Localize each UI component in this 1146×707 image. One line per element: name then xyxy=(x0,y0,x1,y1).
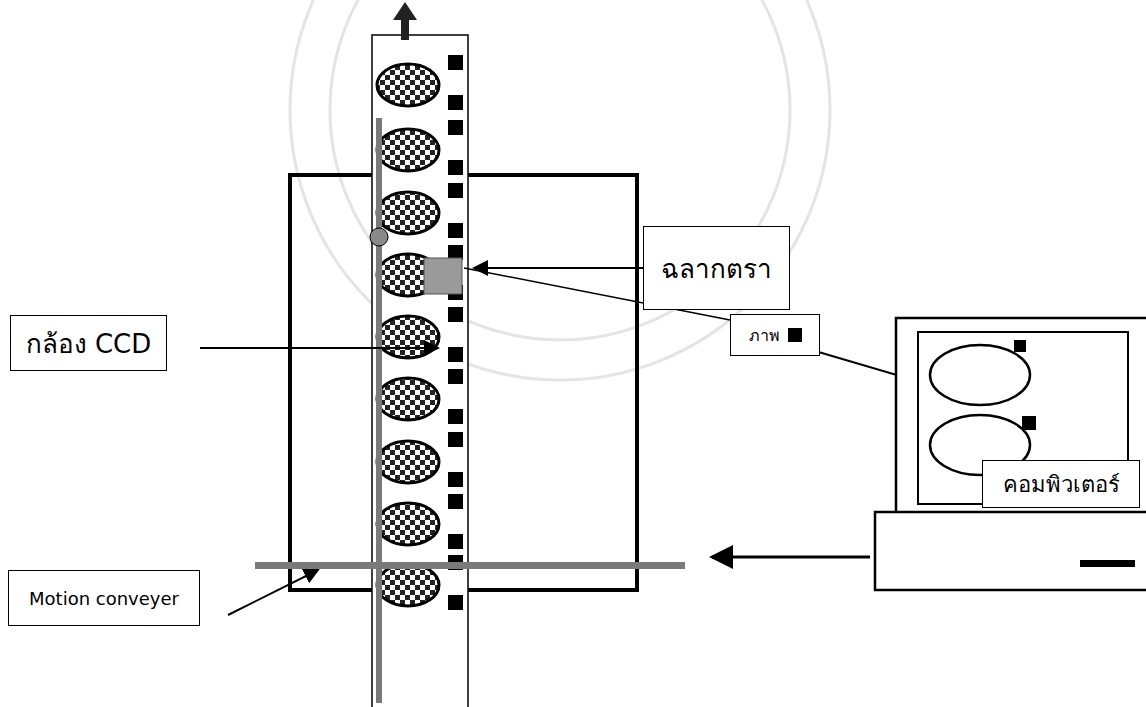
label-tag xyxy=(448,120,463,135)
label-tag xyxy=(448,55,463,70)
label-tag xyxy=(448,307,463,322)
label-tag xyxy=(448,494,463,509)
product-item xyxy=(377,503,439,545)
label-tag xyxy=(448,223,463,238)
product-item xyxy=(377,192,439,234)
label-tag xyxy=(448,534,463,549)
label-tag xyxy=(448,347,463,362)
label-tag xyxy=(448,432,463,447)
node-text: ฉลากตรา xyxy=(661,248,772,289)
node-text: คอมพิวเตอร์ xyxy=(1003,467,1120,502)
node-text: Motion conveyer xyxy=(29,588,179,609)
product-item xyxy=(377,378,439,420)
product-item xyxy=(377,316,439,358)
product-item xyxy=(377,441,439,483)
label-tag xyxy=(448,595,463,610)
label-tag xyxy=(448,160,463,175)
callout-box: ฉลากตรา xyxy=(643,226,790,310)
label-tag xyxy=(448,183,463,198)
label-tag xyxy=(448,95,463,110)
label-tag xyxy=(448,409,463,424)
computer-label: คอมพิวเตอร์ xyxy=(982,460,1140,508)
image-box: ภาพ xyxy=(730,314,820,356)
product-item xyxy=(377,64,439,106)
label-tag xyxy=(448,472,463,487)
product-item xyxy=(377,564,439,606)
node-text: ภาพ xyxy=(749,323,780,348)
product-item xyxy=(377,129,439,171)
image-icon xyxy=(788,328,802,342)
node-text: กล้อง CCD xyxy=(26,323,152,364)
callout-box: Motion conveyer xyxy=(8,570,200,626)
callout-box: กล้อง CCD xyxy=(10,315,167,371)
label-tag xyxy=(448,369,463,384)
